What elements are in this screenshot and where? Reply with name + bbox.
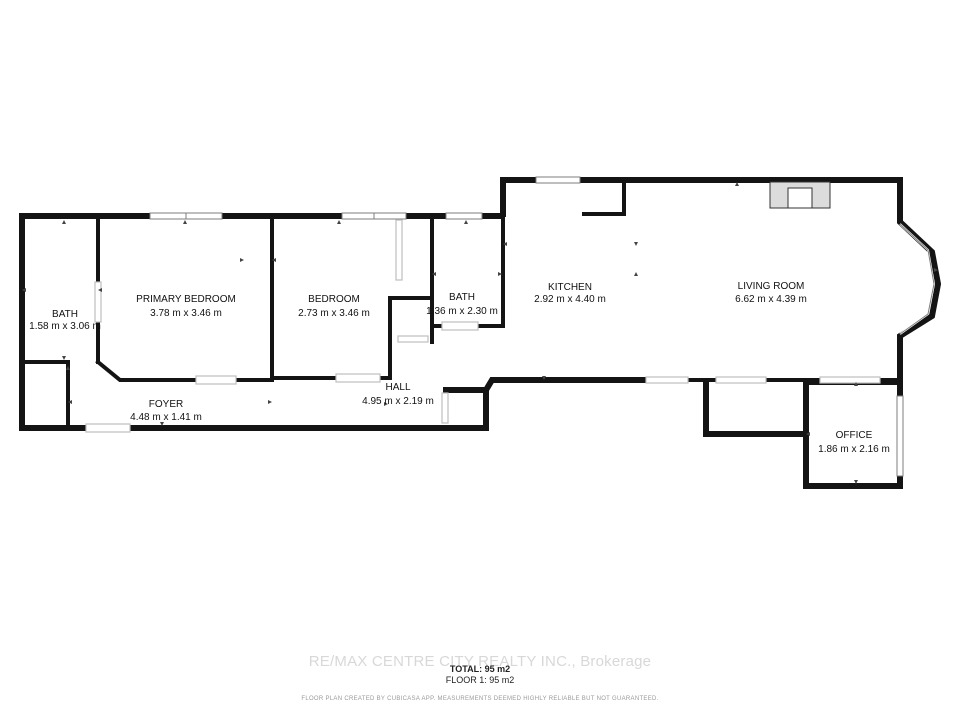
room-dims: 1.36 m x 2.30 m	[426, 306, 498, 317]
room-dims: 4.48 m x 1.41 m	[130, 412, 202, 423]
room-name: PRIMARY BEDROOM	[136, 294, 236, 305]
room-dims: 6.62 m x 4.39 m	[735, 294, 807, 305]
wall-kitchen-nook	[582, 180, 626, 216]
wall-bath-left-south	[20, 360, 70, 430]
room-primary-bedroom: PRIMARY BEDROOM 3.78 m x 3.46 m	[136, 294, 236, 319]
area-summary: TOTAL: 95 m2 FLOOR 1: 95 m2	[0, 664, 960, 686]
brokerage-watermark: RE/MAX CENTRE CITY REALTY INC., Brokerag…	[308, 653, 652, 670]
window-office-east	[896, 395, 904, 477]
room-dims: 1.58 m x 3.06 m	[29, 321, 101, 332]
room-name: OFFICE	[836, 430, 873, 441]
exterior-wall-west-wing	[19, 213, 503, 431]
room-name: HALL	[385, 382, 410, 393]
room-living-room: LIVING ROOM 6.62 m x 4.39 m	[735, 281, 807, 305]
window-bath-center	[445, 212, 483, 220]
room-hall: HALL 4.95 m x 2.19 m	[362, 382, 434, 407]
windows	[149, 176, 936, 477]
door-openings	[85, 219, 881, 433]
room-bath-center: BATH 1.36 m x 2.30 m	[426, 292, 498, 317]
room-dims: 3.78 m x 3.46 m	[150, 308, 222, 319]
window-kitchen	[535, 176, 581, 184]
room-dims: 1.86 m x 2.16 m	[818, 444, 890, 455]
room-name: BATH	[449, 292, 475, 303]
room-name: BEDROOM	[308, 294, 360, 305]
floor-area: FLOOR 1: 95 m2	[445, 675, 515, 685]
room-name: BATH	[52, 309, 78, 320]
room-dims: 2.73 m x 3.46 m	[298, 308, 370, 319]
exterior-wall-east-wing	[500, 177, 942, 489]
room-bath-left: BATH 1.58 m x 3.06 m	[29, 309, 101, 332]
exterior-wall-south-west	[65, 387, 489, 431]
disclaimer: FLOOR PLAN CREATED BY CUBICASA APP. MEAS…	[301, 696, 659, 702]
total-area: TOTAL: 95 m2	[449, 664, 511, 674]
exterior-wall-center-south	[481, 377, 649, 395]
dimension-ticks	[22, 182, 938, 484]
room-name: KITCHEN	[548, 282, 592, 293]
room-dims: 4.95 m x 2.19 m	[362, 396, 434, 407]
room-bedroom: BEDROOM 2.73 m x 3.46 m	[298, 294, 370, 319]
closet-wall	[703, 379, 809, 437]
room-kitchen: KITCHEN 2.92 m x 4.40 m	[534, 282, 606, 305]
room-dims: 2.92 m x 4.40 m	[534, 294, 606, 305]
wall-primary-bedroom-south	[95, 359, 274, 382]
room-name: LIVING ROOM	[738, 281, 805, 292]
room-foyer: FOYER 4.48 m x 1.41 m	[130, 399, 202, 423]
room-name: FOYER	[149, 399, 183, 410]
room-office: OFFICE 1.86 m x 2.16 m	[818, 430, 890, 455]
